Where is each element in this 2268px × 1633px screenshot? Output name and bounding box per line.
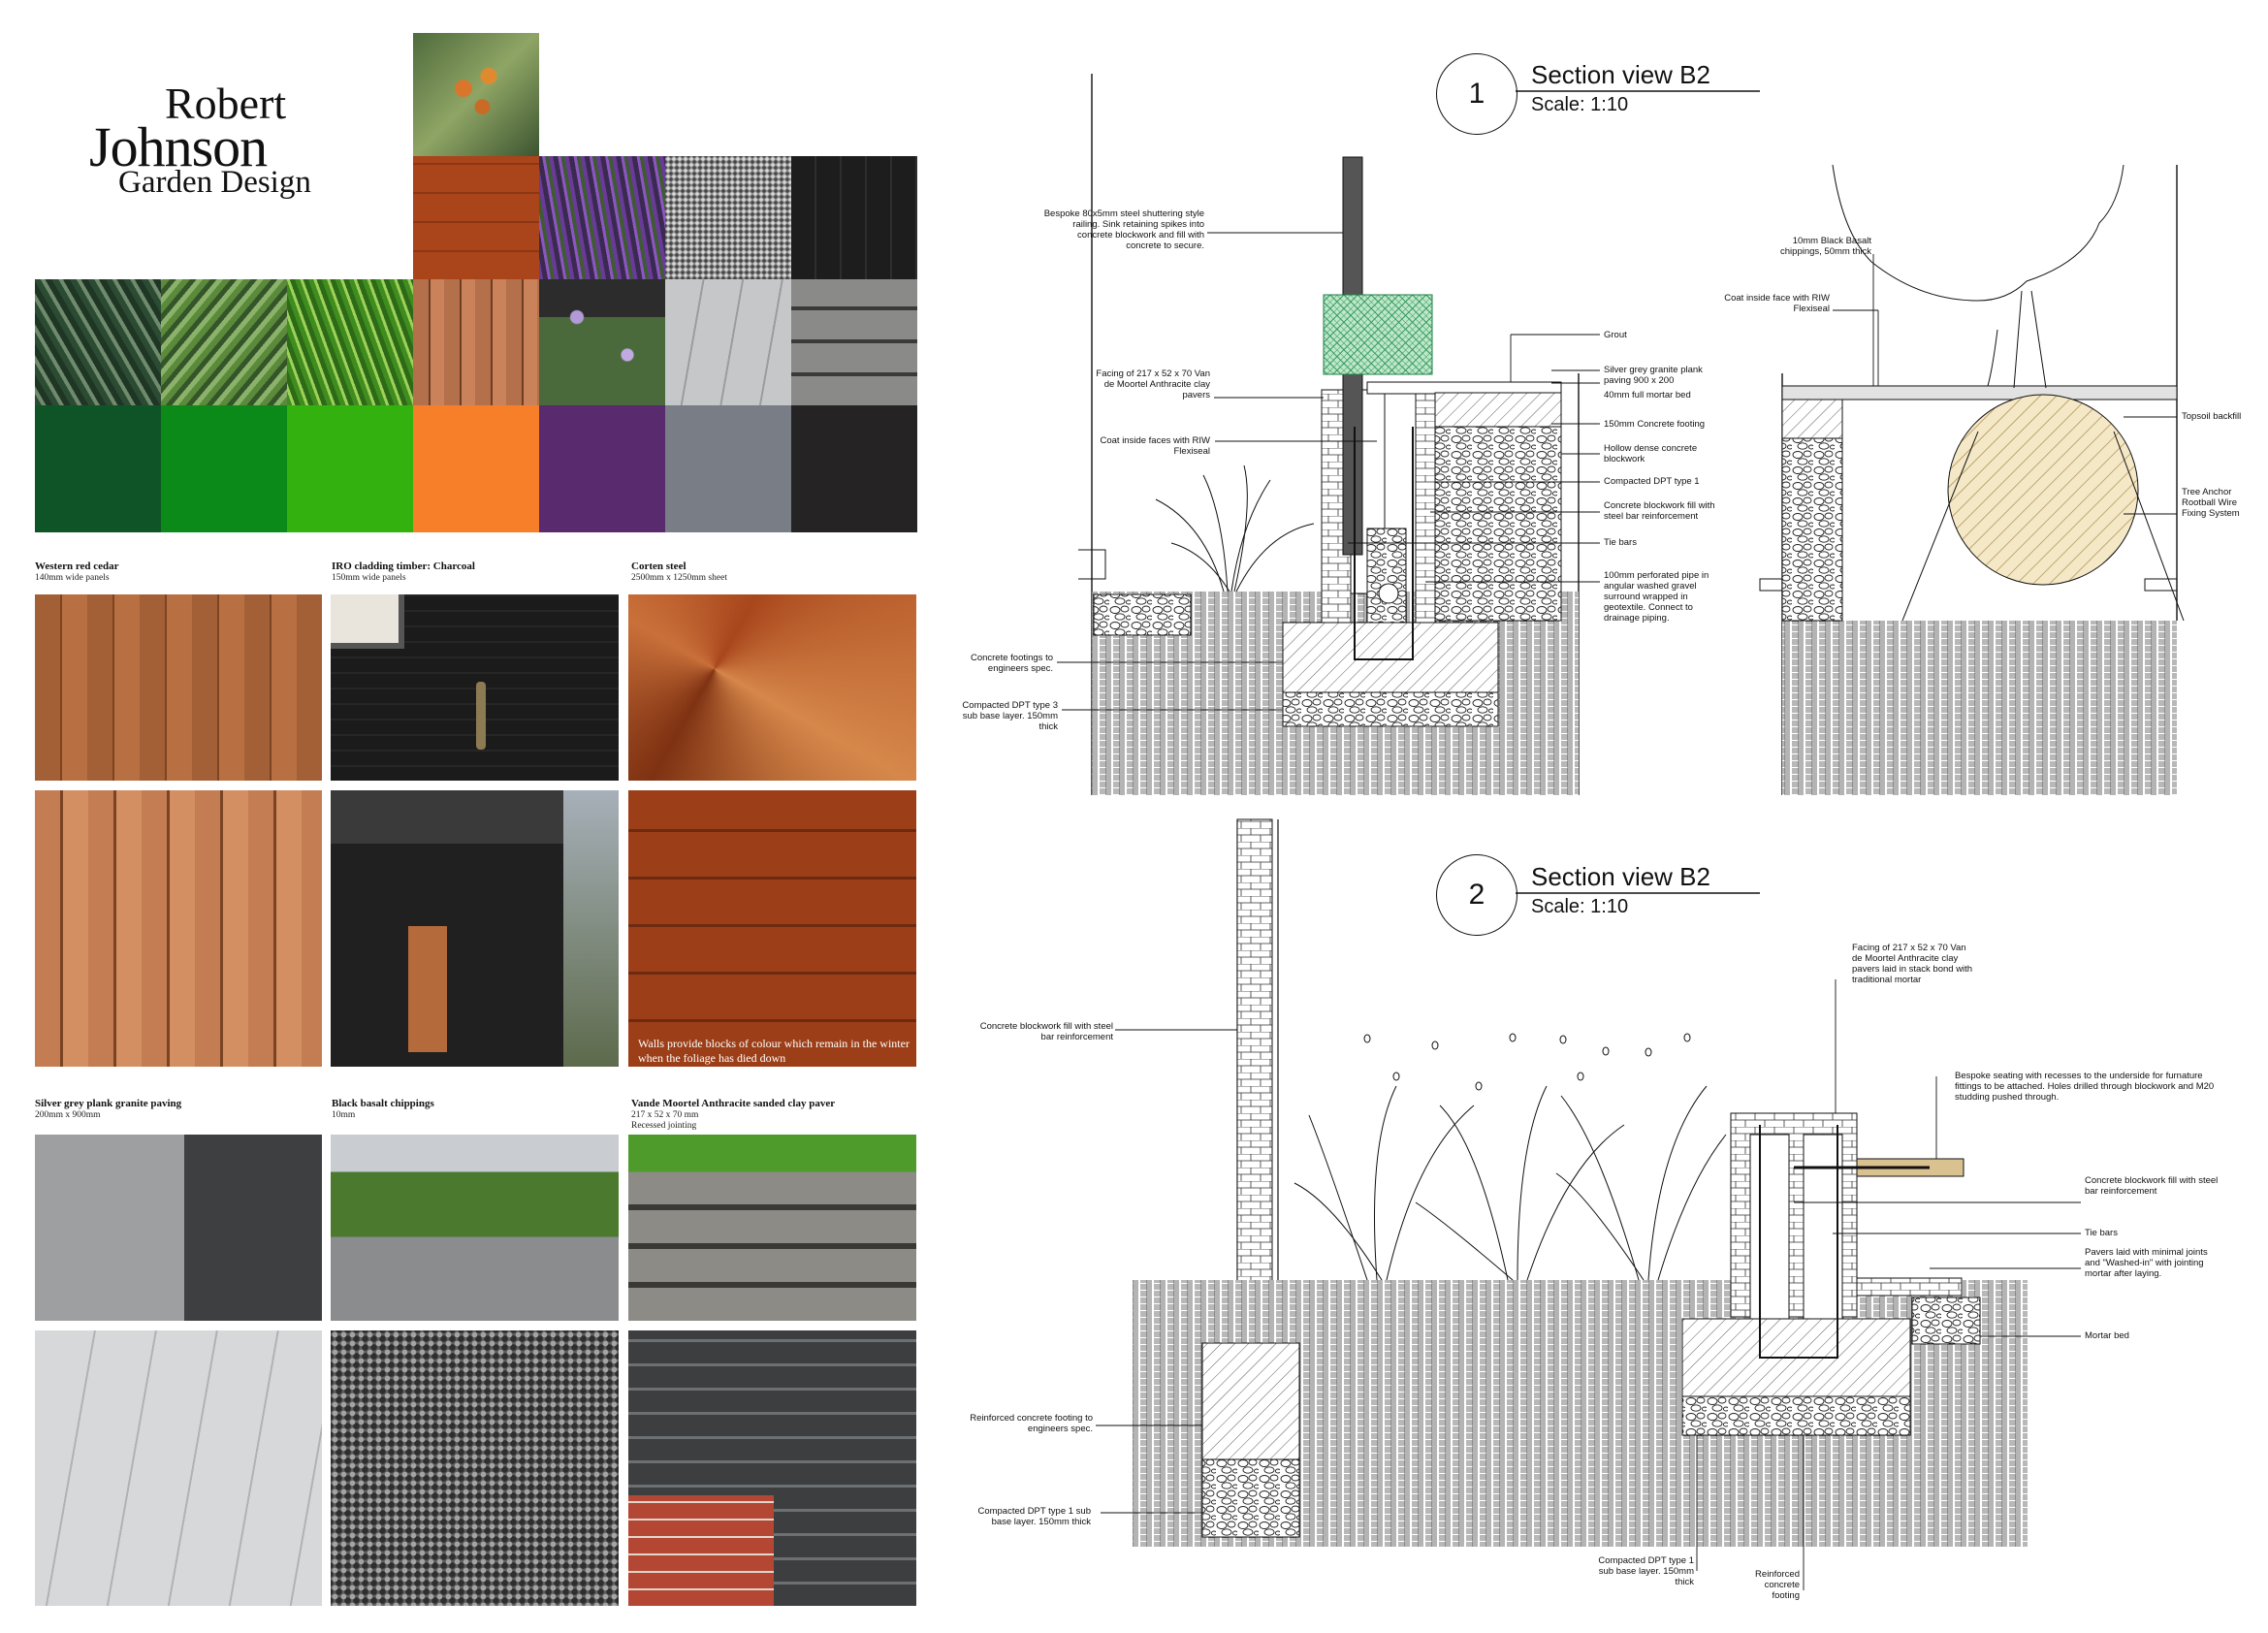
material-title-granite: Silver grey plank granite paving xyxy=(35,1098,182,1109)
company-logo: Robert Johnson Garden Design xyxy=(89,78,341,204)
photo-cedar-slats xyxy=(413,279,539,405)
s1-label-mortar: 40mm full mortar bed xyxy=(1604,390,1691,400)
s2-label-dpt-bottom: Compacted DPT type 1 sub base layer. 150… xyxy=(1598,1555,1694,1587)
s1-label-hollow: Hollow dense concrete blockwork xyxy=(1604,443,1698,464)
photo-paver-wall xyxy=(628,1330,916,1606)
logo-line-2: Johnson xyxy=(89,115,268,178)
s2-label-blockfill-right: Concrete blockwork fill with steel bar r… xyxy=(2085,1175,2219,1197)
photo-cedar-wall xyxy=(35,594,322,781)
photo-basalt-garden xyxy=(331,1135,619,1321)
s2-label-reinforced-left: Reinforced concrete footing to engineers… xyxy=(970,1413,1093,1434)
s1-label-basalt: 10mm Black Basalt chippings, 50mm thick xyxy=(1780,236,1871,257)
photo-granite-planks-large xyxy=(35,1330,322,1606)
photo-corten-blocks xyxy=(628,790,916,1067)
corten-caption: Walls provide blocks of colour which rem… xyxy=(638,1037,910,1065)
photo-paver-steps xyxy=(628,1135,916,1321)
section-1-number: 1 xyxy=(1436,53,1517,135)
s1-label-tiebars: Tie bars xyxy=(1604,537,1637,548)
photo-granite-wet xyxy=(35,1135,322,1321)
s1-label-blockfill: Concrete blockwork fill with steel bar r… xyxy=(1604,500,1715,522)
material-sub-cedar: 140mm wide panels xyxy=(35,573,110,583)
material-sub-corten: 2500mm x 1250mm sheet xyxy=(631,573,727,583)
s1-label-grout: Grout xyxy=(1604,330,1627,340)
logo-line-3: Garden Design xyxy=(118,165,311,200)
s2-label-seating: Bespoke seating with recesses to the und… xyxy=(1955,1071,2215,1103)
material-title-corten: Corten steel xyxy=(631,560,687,572)
photo-flowers xyxy=(539,279,665,405)
photo-granite-planks xyxy=(665,279,791,405)
photo-iro-door xyxy=(331,594,619,781)
section-2-title: Section view B2 xyxy=(1531,862,1710,891)
palette-swatch-2 xyxy=(161,405,287,532)
photo-basalt-chippings xyxy=(331,1330,619,1606)
s1-label-coat: Coat inside faces with RIW Flexiseal xyxy=(1100,435,1210,457)
material-title-basalt: Black basalt chippings xyxy=(332,1098,434,1109)
photo-foliage-1 xyxy=(35,279,161,405)
material-title-iro: IRO cladding timber: Charcoal xyxy=(332,560,475,572)
material-sub-basalt: 10mm xyxy=(332,1110,356,1120)
material-sub-paver: 217 x 52 x 70 mm xyxy=(631,1110,699,1120)
s1-label-pipe: 100mm perforated pipe in angular washed … xyxy=(1604,570,1709,624)
material-sub-iro: 150mm wide panels xyxy=(332,573,406,583)
s2-label-reinforced-bottom: Reinforced concrete footing xyxy=(1755,1569,1800,1601)
section-1-title: Section view B2 xyxy=(1531,60,1710,89)
s1-label-topsoil: Topsoil backfill xyxy=(2182,411,2242,422)
section-2-scale: Scale: 1:10 xyxy=(1531,896,1629,917)
photo-salvia xyxy=(539,156,665,279)
photo-corten-faceted xyxy=(628,594,916,781)
photo-corten-panel xyxy=(413,156,539,279)
s2-label-pavers: Pavers laid with minimal joints and "Was… xyxy=(2085,1247,2208,1279)
palette-swatch-6 xyxy=(665,405,791,532)
photo-steps xyxy=(791,279,917,405)
s1-label-footings: Concrete footings to engineers spec. xyxy=(970,653,1053,674)
material-title-cedar: Western red cedar xyxy=(35,560,119,572)
material-title-paver: Vande Moortel Anthracite sanded clay pav… xyxy=(631,1098,836,1109)
logo-line-1: Robert xyxy=(165,79,287,128)
photo-cedar-slats-large xyxy=(35,790,322,1067)
photo-charcoal-timber xyxy=(791,156,917,279)
s2-label-dpt-left: Compacted DPT type 1 sub base layer. 150… xyxy=(977,1506,1091,1527)
s1-label-dpt1: Compacted DPT type 1 xyxy=(1604,476,1700,487)
s2-label-tiebars: Tie bars xyxy=(2085,1228,2118,1238)
photo-berries xyxy=(413,33,539,156)
palette-swatch-7 xyxy=(791,405,917,532)
photo-grass xyxy=(287,279,413,405)
section-2-number: 2 xyxy=(1436,854,1517,936)
s1-label-facing: Facing of 217 x 52 x 70 Van de Moortel A… xyxy=(1096,368,1210,400)
material-sub-granite: 200mm x 900mm xyxy=(35,1110,101,1120)
material-sub2-paver: Recessed jointing xyxy=(631,1121,697,1131)
s2-label-facing: Facing of 217 x 52 x 70 Van de Moortel A… xyxy=(1852,943,1973,985)
s2-label-mortarbed: Mortar bed xyxy=(2085,1330,2129,1341)
photo-gravel xyxy=(665,156,791,279)
s1-label-railing: Bespoke 80x5mm steel shuttering style ra… xyxy=(1043,208,1204,251)
section-1-scale: Scale: 1:10 xyxy=(1531,94,1629,115)
s1-label-coat2: Coat inside face with RIW Flexiseal xyxy=(1724,293,1830,314)
palette-swatch-3 xyxy=(287,405,413,532)
palette-swatch-1 xyxy=(35,405,161,532)
s1-label-dpt3: Compacted DPT type 3 sub base layer. 150… xyxy=(962,700,1058,732)
palette-swatch-4 xyxy=(413,405,539,532)
s1-label-granite: Silver grey granite plank paving 900 x 2… xyxy=(1604,365,1703,386)
palette-swatch-5 xyxy=(539,405,665,532)
photo-foliage-2 xyxy=(161,279,287,405)
photo-iro-shed xyxy=(331,790,619,1067)
s1-label-concrete150: 150mm Concrete footing xyxy=(1604,419,1706,430)
s1-label-anchor: Tree Anchor Rootball Wire Fixing System xyxy=(2182,487,2240,519)
s2-label-blockfill-left: Concrete blockwork fill with steel bar r… xyxy=(979,1021,1113,1042)
